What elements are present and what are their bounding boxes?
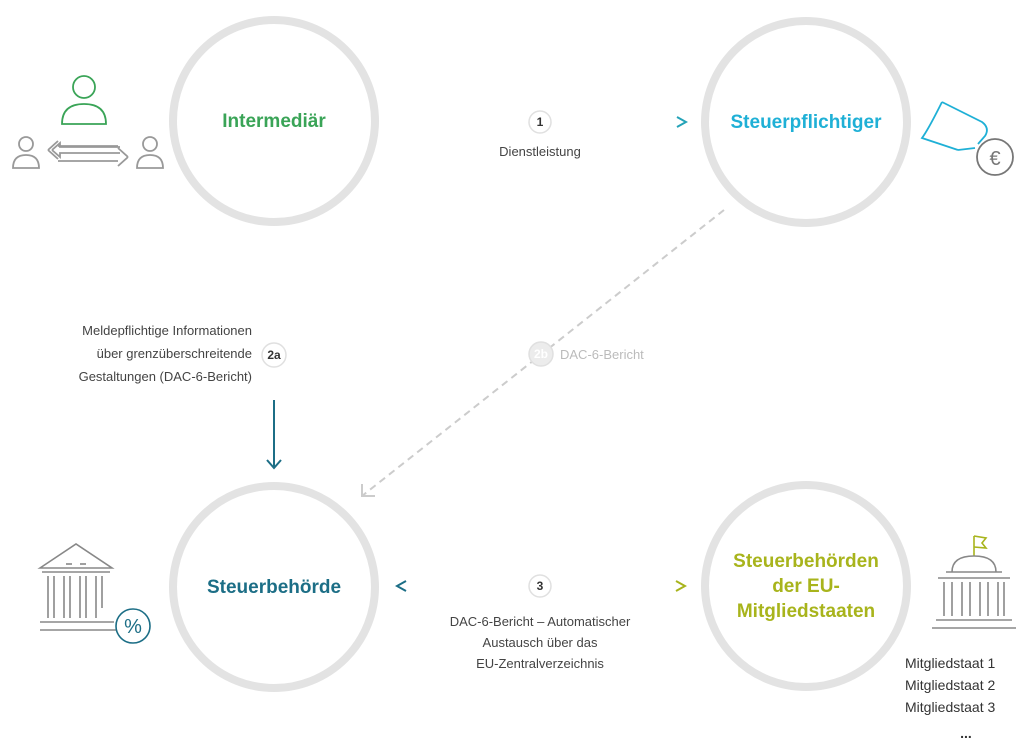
badge-flow-2b-text: 2b (534, 347, 548, 361)
label-flow-3-line3: EU-Zentralverzeichnis (476, 656, 604, 671)
euro-symbol: € (989, 148, 1000, 170)
node-label-intermediaer: Intermediär (222, 111, 326, 132)
badge-flow-1 (528, 110, 552, 134)
label-flow-3-line2: Austausch über das (483, 635, 598, 650)
member-state-1: Mitgliedstaat 1 (905, 655, 995, 671)
badge-flow-3 (528, 574, 552, 598)
people-exchange-icon (12, 75, 164, 169)
percent-badge-icon (115, 608, 151, 644)
node-label-steuerpflichtiger: Steuerpflichtiger (731, 112, 883, 133)
circle-intermediaer (169, 16, 379, 226)
label-flow-1: Dienstleistung (499, 144, 581, 159)
badge-flow-1-text: 1 (537, 115, 544, 129)
euro-coin-icon (976, 138, 1014, 176)
arrow-flow-2b-head (361, 484, 375, 497)
member-state-3: Mitgliedstaat 3 (905, 699, 995, 715)
node-label-steuerbehoerde: Steuerbehörde (207, 577, 341, 598)
hand-euro-icon: € (920, 101, 1014, 176)
badge-flow-2a (261, 342, 287, 368)
label-flow-3-line1: DAC-6-Bericht – Automatischer (450, 614, 631, 629)
label-flow-2b: DAC-6-Bericht (560, 347, 644, 362)
label-flow-2a-line3: Gestaltungen (DAC-6-Bericht) (79, 369, 252, 384)
badge-flow-2b (528, 341, 554, 367)
member-state-2: Mitgliedstaat 2 (905, 677, 995, 693)
node-label-eu-line1: Steuerbehörden (733, 551, 879, 572)
node-label-eu-line3: Mitgliedstaaten (737, 601, 875, 622)
label-flow-2a-line1: Meldepflichtige Informationen (82, 323, 252, 338)
bank-percent-icon: % (37, 543, 151, 644)
badge-flow-3-text: 3 (537, 579, 544, 593)
percent-symbol: % (124, 616, 142, 638)
circle-eu-behoerden (701, 481, 911, 691)
member-state-more: ... (960, 725, 972, 741)
node-label-eu-line2: der EU- (772, 576, 840, 597)
badge-flow-2a-text: 2a (267, 348, 281, 362)
capitol-flag-icon (932, 535, 1016, 629)
circle-steuerbehoerde (169, 482, 379, 692)
label-flow-2a-line2: über grenzüberschreitende (97, 346, 252, 361)
circle-steuerpflichtiger (701, 17, 911, 227)
